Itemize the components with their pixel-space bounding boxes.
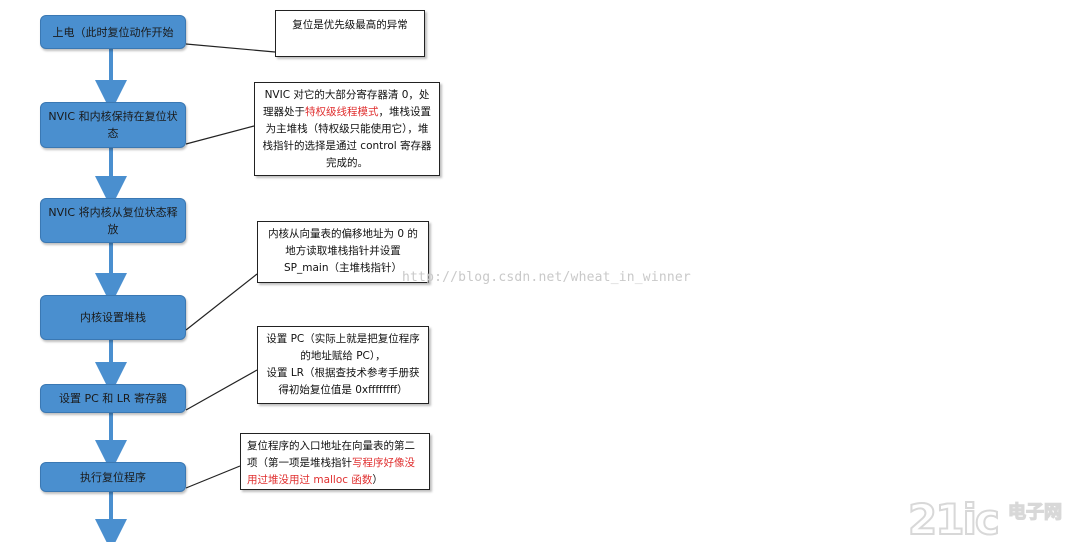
note-text: 内核从向量表的偏移地址为 0 的地方读取堆栈指针并设置 SP_main（主堆栈指…: [268, 228, 418, 274]
svg-text:电子网: 电子网: [1008, 501, 1062, 523]
svg-text:21ic: 21ic: [908, 495, 998, 540]
note-line: 设置 PC（实际上就是把复位程序的地址赋给 PC），: [266, 333, 420, 362]
note-text: NVIC 对它的大部分寄存器清 0，处理器处于: [263, 89, 430, 118]
note-read-sp: 内核从向量表的偏移地址为 0 的地方读取堆栈指针并设置 SP_main（主堆栈指…: [257, 221, 429, 283]
note-text: 复位是优先级最高的异常: [292, 19, 408, 31]
note-set-pc-lr: 设置 PC（实际上就是把复位程序的地址赋给 PC）， 设置 LR（根据查技术参考…: [257, 326, 429, 404]
step-label: NVIC 和内核保持在复位状态: [48, 110, 178, 140]
step-set-pc-lr: 设置 PC 和 LR 寄存器: [40, 384, 186, 413]
callout-line: [185, 369, 258, 411]
step-power-on: 上电（此时复位动作开始: [40, 15, 186, 49]
site-logo: 21ic 电子网: [907, 494, 1063, 540]
note-nvic-registers: NVIC 对它的大部分寄存器清 0，处理器处于特权级线程模式，堆栈设置为主堆栈（…: [254, 82, 440, 176]
callout-line: [185, 465, 241, 489]
step-label: 上电（此时复位动作开始: [52, 25, 174, 39]
callout-line: [185, 43, 276, 53]
step-label: 内核设置堆栈: [80, 311, 146, 324]
note-text: ，堆栈设置为主堆栈（特权级只能使用它），堆栈指针的选择是通过 control 寄…: [262, 106, 432, 169]
note-line: 设置 LR（根据查技术参考手册获得初始复位值是 0xffffffff）: [266, 367, 420, 396]
step-label: 执行复位程序: [80, 470, 146, 484]
step-nvic-hold-reset: NVIC 和内核保持在复位状态: [40, 102, 186, 148]
callout-line: [185, 273, 258, 331]
note-highlight: 写程序好像没用过堆没用过 malloc 函数: [247, 457, 415, 486]
step-label: NVIC 将内核从复位状态释放: [48, 205, 178, 236]
callout-line: [185, 125, 255, 145]
watermark-url: http://blog.csdn.net/wheat_in_winner: [402, 270, 691, 285]
note-reset-entry: 复位程序的入口地址在向量表的第二项（第一项是堆栈指针写程序好像没用过堆没用过 m…: [240, 433, 430, 490]
step-label: 设置 PC 和 LR 寄存器: [58, 392, 168, 405]
step-nvic-release: NVIC 将内核从复位状态释放: [40, 198, 186, 243]
note-highest-priority: 复位是优先级最高的异常: [275, 10, 425, 57]
step-setup-stack: 内核设置堆栈: [40, 295, 186, 340]
note-highlight: 特权级线程模式: [305, 106, 379, 118]
note-text: ）: [372, 474, 383, 486]
step-run-reset: 执行复位程序: [40, 462, 186, 492]
note-text: 复位程序的入口地址在向量表的第二项（第一项是堆栈指针: [247, 440, 415, 469]
